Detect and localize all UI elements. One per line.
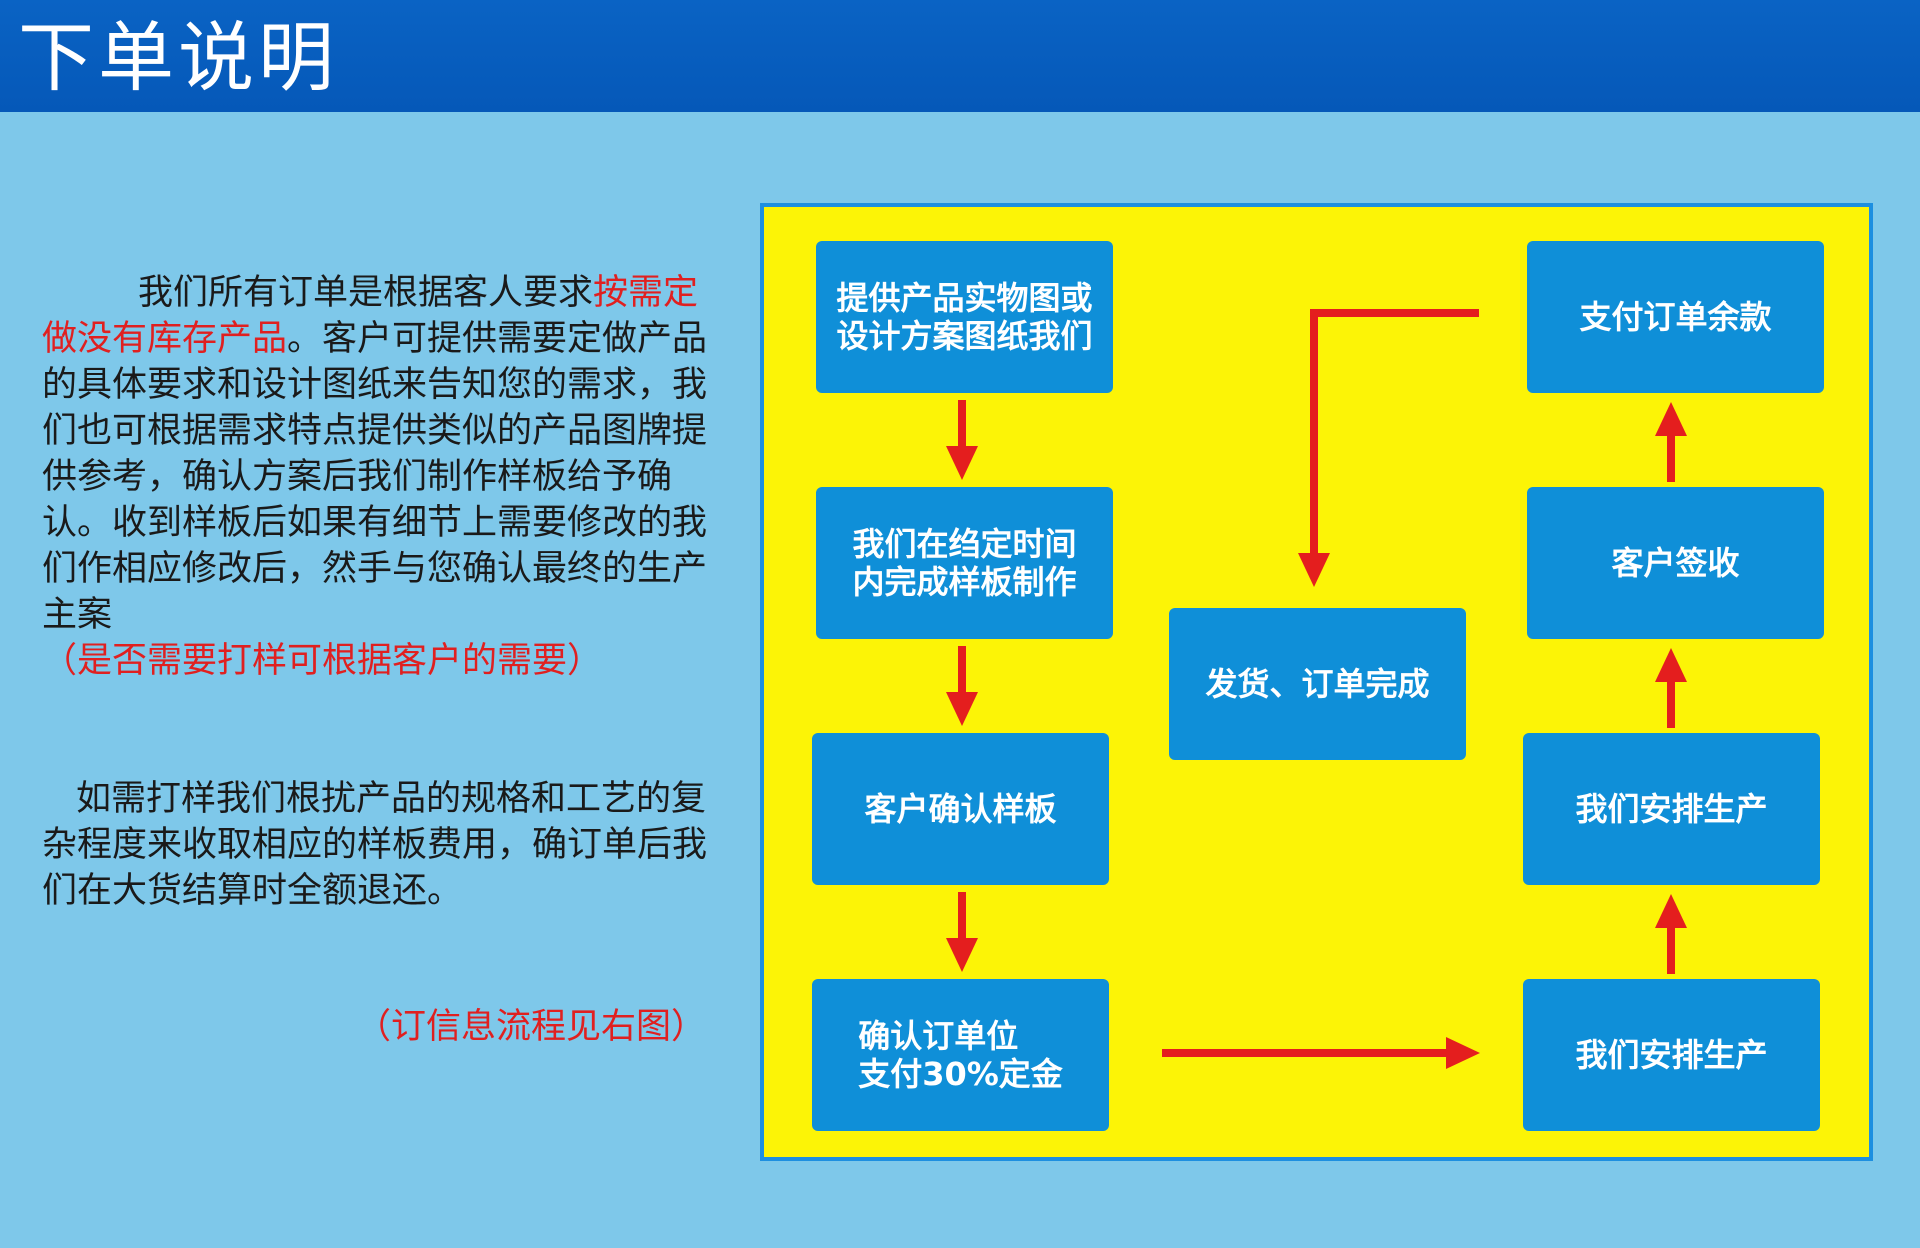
flow-step-deposit: 确认订单位 支付30%定金 <box>812 979 1109 1131</box>
intro-text-rest: 。客户可提供需要定做产品的具体要求和设计图纸来告知您的需求，我们也可根据需求特点… <box>42 319 708 635</box>
intro-paragraph: 我们所有订单是根据客人要求按需定做没有库存产品。客户可提供需要定做产品的具体要求… <box>42 270 722 638</box>
flow-step-label: 客户签收 <box>1611 544 1740 582</box>
flow-step-pay-balance: 支付订单余款 <box>1527 241 1824 393</box>
header-bar: 下单说明 <box>0 0 1920 112</box>
flow-step-production-2: 我们安排生产 <box>1523 733 1820 885</box>
flow-step-label-group: 确认订单位 支付30%定金 <box>858 1017 1063 1093</box>
flow-step-label: 提供产品实物图或设计方案图纸我们 <box>836 279 1093 355</box>
page-title: 下单说明 <box>18 13 338 102</box>
intro-highlight: 按需定做没有库存产品 <box>42 273 699 359</box>
flow-step-ship-complete: 发货、订单完成 <box>1169 608 1466 760</box>
sample-fee-paragraph: 如需打样我们根扰产品的规格和工艺的复杂程度来收取相应的样板费用，确订单后我们在大… <box>42 776 722 914</box>
sample-fee-text: 如需打样我们根扰产品的规格和工艺的复杂程度来收取相应的样板费用，确订单后我们在大… <box>42 779 708 911</box>
flow-step-label: 我们在绉定时间内完成样板制作 <box>852 525 1077 601</box>
flow-step-confirm-sample: 客户确认样板 <box>812 733 1109 885</box>
flow-step-label: 我们安排生产 <box>1575 1036 1768 1074</box>
flow-step-label: 发货、订单完成 <box>1205 665 1430 703</box>
flow-step-label: 支付30%定金 <box>858 1055 1063 1093</box>
flow-step-customer-receipt: 客户签收 <box>1527 487 1824 639</box>
sample-note: （是否需要打样可根据客户的需要） <box>42 641 603 681</box>
flow-step-label: 我们安排生产 <box>1575 790 1768 828</box>
flow-step-production-1: 我们安排生产 <box>1523 979 1820 1131</box>
flow-step-label: 客户确认样板 <box>864 790 1057 828</box>
see-right-note: （订信息流程见右图） <box>356 1007 707 1047</box>
flow-step-make-sample: 我们在绉定时间内完成样板制作 <box>816 487 1113 639</box>
flow-step-label: 确认订单位 <box>858 1017 1019 1055</box>
intro-text-start: 我们所有订单是根据客人要求 <box>138 273 594 313</box>
flow-step-label: 支付订单余款 <box>1579 298 1772 336</box>
flow-step-provide-design: 提供产品实物图或设计方案图纸我们 <box>816 241 1113 393</box>
